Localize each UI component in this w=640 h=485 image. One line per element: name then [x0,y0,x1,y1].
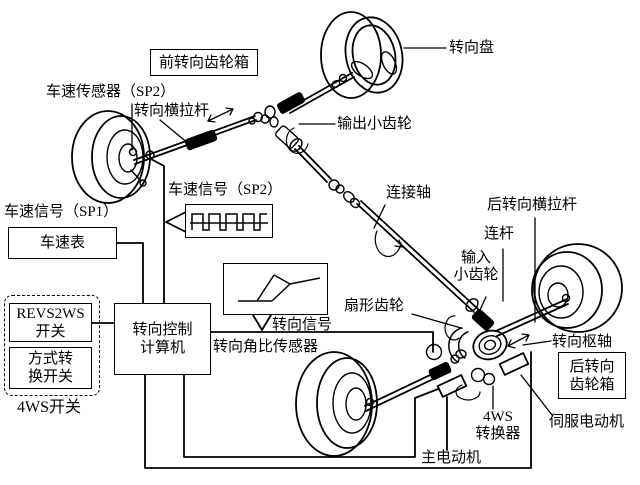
speedometer-box: 车速表 [8,227,117,259]
servo-motor-label: 伺服电动机 [549,414,625,430]
input-pinion-line2: 小齿轮 [453,266,499,283]
fourws-converter-line2: 转换器 [475,425,521,442]
rear-gearbox-line2: 齿轮箱 [569,376,615,393]
front-gearbox-drawing [260,105,309,154]
fourws-switch-label: 4WS开关 [17,399,82,416]
callout-tails [165,211,272,331]
front-left-wheel-drawing [71,110,151,204]
speed-signal-waveform-box [185,204,273,238]
speedometer-label: 车速表 [39,235,85,251]
connecting-shaft-label: 连接轴 [386,185,432,201]
leader-lines [131,47,553,416]
sector-gear-label: 扇形齿轮 [344,298,405,314]
steering-wheel-label: 转向盘 [449,40,495,56]
rear-right-wheel-drawing [531,243,623,333]
revs2ws-switch-line2: 开关 [35,323,66,340]
rear-axle-drawing [364,298,569,412]
input-pinion-line1: 输入 [460,250,491,266]
square-wave-icon [190,213,268,231]
speed-sensor-label: 车速传感器（SP2） [46,84,176,100]
link-rod-label: 连杆 [484,226,515,242]
steering-computer-line2: 计算机 [139,340,185,356]
steering-ratio-curve-icon [238,274,321,302]
revs2ws-switch-line1: REVS2WS [16,305,85,322]
steering-signal-label: 转向信号 [272,317,333,333]
revs2ws-switch-box: REVS2WS 开关 [9,303,92,342]
fourws-converter-label: 4WS 转换器 [470,409,526,442]
steering-pivot-label: 转向枢轴 [552,334,613,350]
rear-gearbox-mechanism-drawing [425,315,530,401]
front-gearbox-label-box: 前转向齿轮箱 [150,49,258,76]
front-tie-rod-drawing [133,111,264,165]
speed-signal-sp2-label: 车速信号（SP2） [168,182,283,198]
input-pinion-label: 输入 小齿轮 [450,250,502,283]
wiring-lines [90,158,532,469]
rear-gearbox-line1: 后转向 [569,358,615,375]
speed-signal-sp1-label: 车速信号（SP1） [4,204,119,220]
mode-switch-line2: 换开关 [27,369,73,385]
main-motor-label: 主电动机 [421,450,482,466]
angle-ratio-sensor-label: 转向角比传感器 [213,339,319,355]
fourws-switch-group-box [4,295,100,396]
steering-computer-box: 转向控制 计算机 [114,303,211,375]
mode-switch-line1: 方式转 [27,351,73,367]
mode-switch-box: 方式转 换开关 [9,347,92,389]
front-gearbox-label: 前转向齿轮箱 [158,54,249,71]
rear-gearbox-label-box: 后转向 齿轮箱 [558,352,626,399]
output-pinion-label: 输出小齿轮 [337,116,413,132]
rear-left-wheel-drawing [295,351,378,457]
steering-wheel-drawing [320,11,404,99]
tie-rod-label: 转向横拉杆 [134,103,210,119]
rear-tie-rod-label: 后转向横拉杆 [487,197,578,213]
steering-column-drawing [277,72,355,114]
fourws-converter-line1: 4WS [483,409,513,425]
steering-computer-line1: 转向控制 [132,322,193,338]
steering-signal-graph-box [223,263,328,315]
motion-arrows [207,107,530,349]
